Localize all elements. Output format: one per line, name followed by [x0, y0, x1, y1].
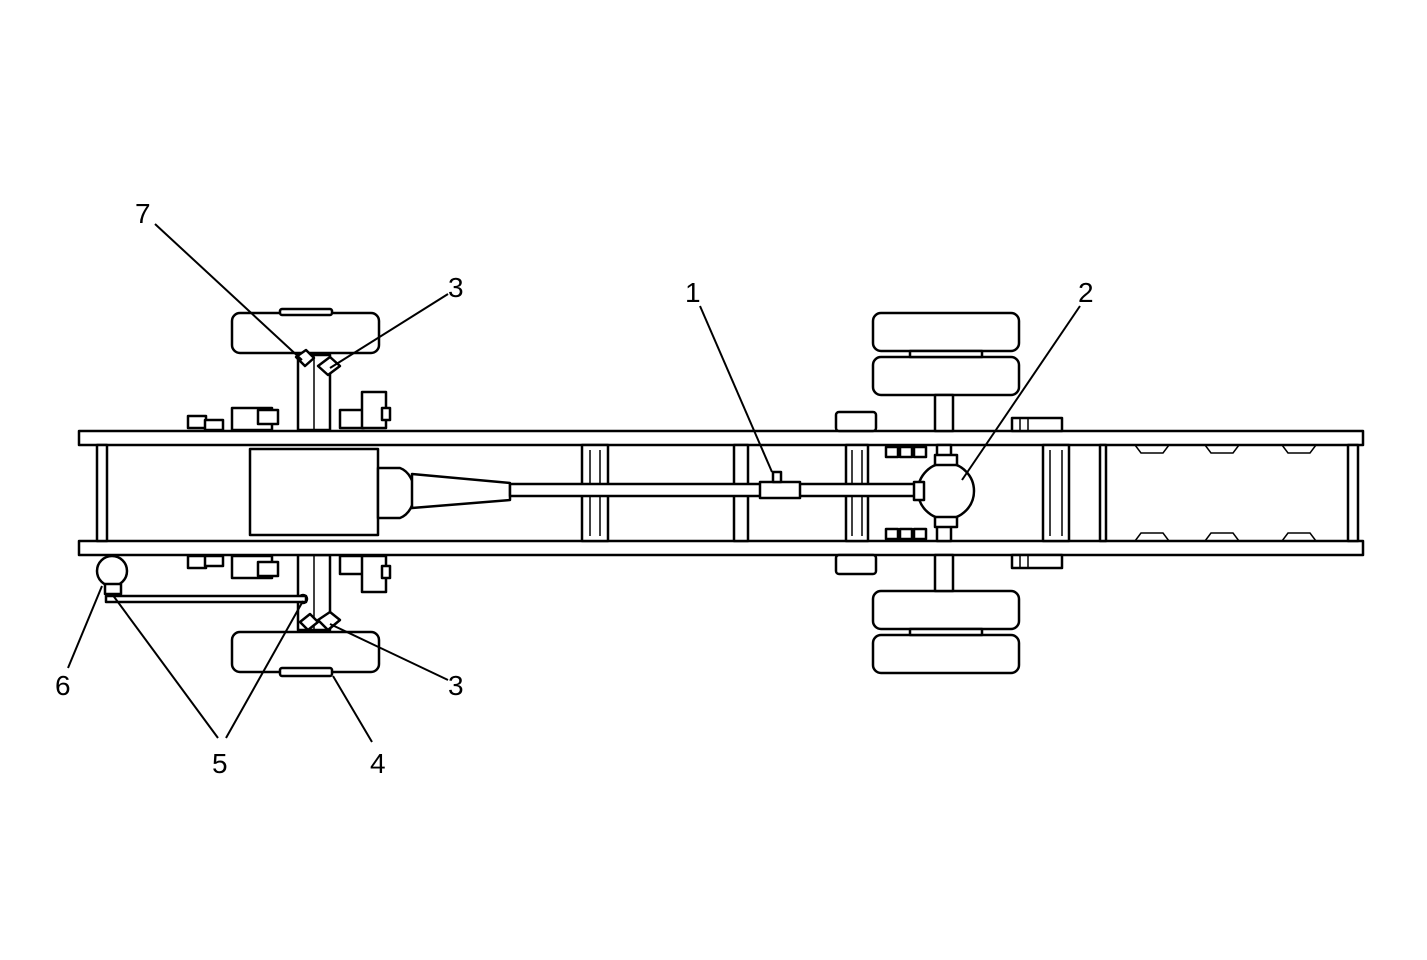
leader-line-6	[67, 585, 103, 669]
rear-wheel-lower-outer	[871, 589, 1021, 631]
engine-block	[248, 447, 380, 537]
leader-line-2	[961, 305, 1081, 481]
callout-1: 1	[685, 277, 701, 308]
driveshaft	[508, 482, 918, 498]
rear-wheel-upper-inner	[871, 355, 1021, 397]
steering-gear	[95, 554, 129, 588]
differential	[916, 461, 976, 521]
leader-line-5a	[111, 593, 219, 739]
leader-line-5b	[225, 600, 304, 739]
leader-line-7	[154, 223, 303, 361]
callout-2: 2	[1078, 277, 1094, 308]
powertrain	[248, 447, 918, 537]
callout-6: 6	[55, 670, 71, 701]
leader-line-3-top	[329, 293, 449, 369]
rear-wheel-upper-outer	[871, 311, 1021, 353]
callout-3-top: 3	[448, 272, 464, 303]
leader-lines	[67, 223, 1081, 743]
front-wheel-lower	[230, 630, 381, 674]
leader-line-1	[699, 305, 773, 473]
speed-sensor	[771, 470, 783, 484]
frame-rail-lower	[77, 539, 1365, 557]
callout-4: 4	[370, 748, 386, 779]
callout-3-bottom: 3	[448, 670, 464, 701]
callouts: 7 3 1 2 3 6 5 4	[55, 198, 1094, 779]
leader-line-3-bottom	[329, 623, 449, 681]
callout-5: 5	[212, 748, 228, 779]
frame-rail-upper	[77, 429, 1365, 447]
leader-line-4	[332, 675, 373, 743]
callout-7: 7	[135, 198, 151, 229]
front-wheel-upper	[230, 311, 381, 355]
frame-rails	[77, 429, 1365, 557]
front-axle-assembly	[95, 307, 392, 678]
rear-wheel-lower-inner	[871, 633, 1021, 675]
rear-axle-assembly	[834, 311, 1064, 675]
